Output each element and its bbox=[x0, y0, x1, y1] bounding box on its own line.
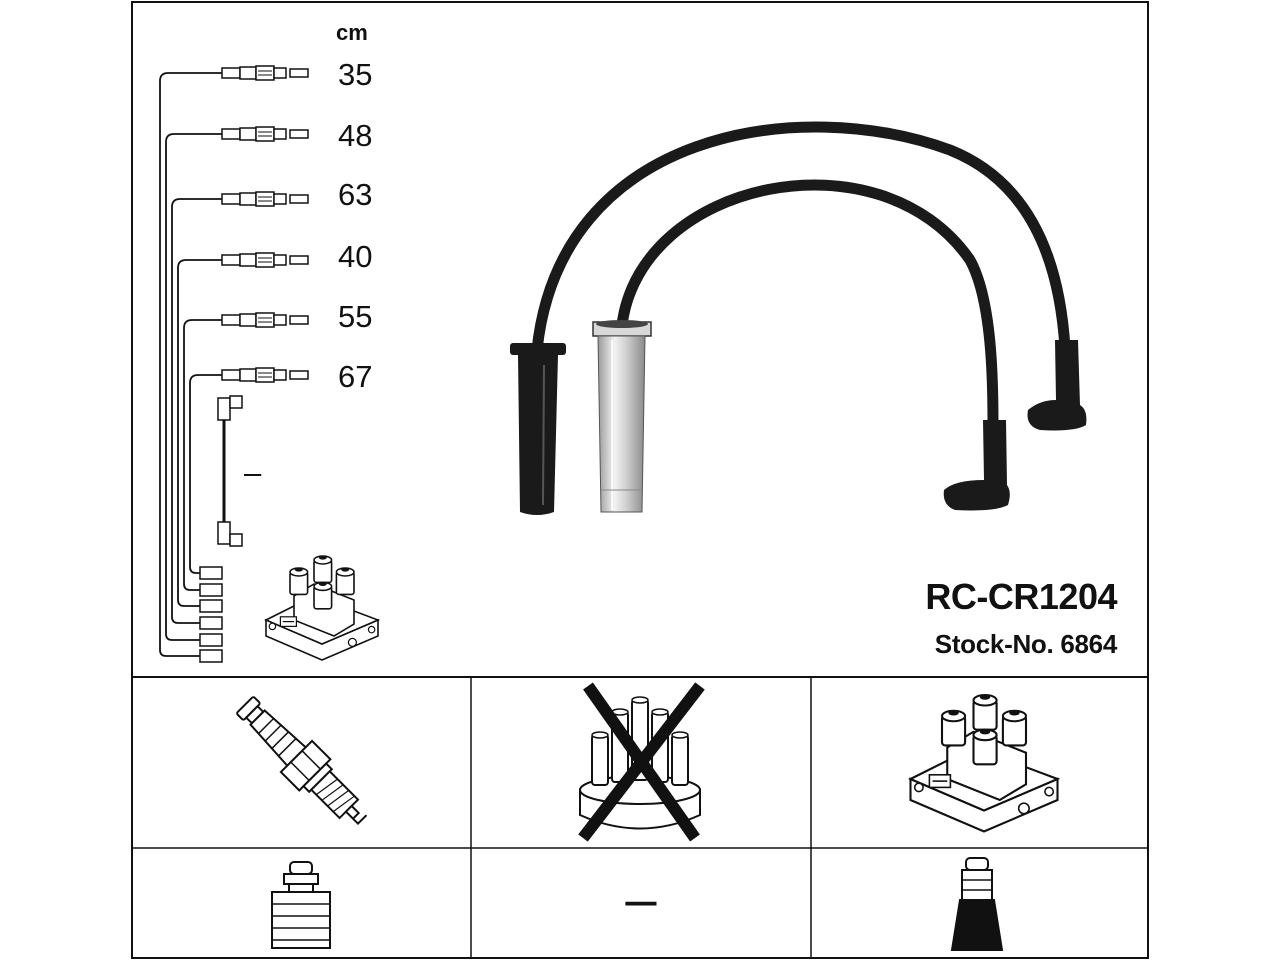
not-applicable-cross-icon bbox=[578, 682, 705, 842]
lead-length: 48 bbox=[338, 118, 372, 153]
spark-plug-terminal-icon bbox=[271, 861, 331, 949]
boot-metal-straight bbox=[592, 320, 652, 513]
stock-number: Stock-No. 6864 bbox=[935, 629, 1118, 659]
sheet-frame bbox=[131, 1, 1149, 959]
lead-length: 63 bbox=[338, 177, 372, 212]
lead-row: 67 bbox=[189, 359, 372, 574]
unlisted-lead bbox=[217, 395, 243, 547]
boot-angled-left bbox=[943, 420, 1010, 511]
lead-length: 55 bbox=[338, 299, 372, 334]
lead-length: 67 bbox=[338, 359, 372, 394]
terminal-none-label: – bbox=[625, 867, 657, 930]
lead-list: 35 48 63 40 55 67 bbox=[159, 57, 372, 663]
coil-terminal-icon bbox=[950, 857, 1004, 951]
cable-set-illustration bbox=[510, 121, 1087, 515]
unit-label: cm bbox=[336, 20, 368, 45]
boot-angled-right bbox=[1027, 340, 1087, 431]
spark-plug-icon bbox=[236, 696, 368, 826]
boot-black-straight bbox=[510, 343, 566, 515]
lead-row: 35 bbox=[159, 57, 372, 657]
lead-row: 55 bbox=[183, 299, 372, 591]
lead-length: 35 bbox=[338, 57, 372, 92]
lead-row: 40 bbox=[177, 239, 372, 607]
unlisted-lead-length: – bbox=[244, 455, 262, 490]
lead-row: 48 bbox=[165, 118, 372, 641]
coil-pack-icon bbox=[909, 693, 1059, 833]
coil-pack-icon bbox=[265, 554, 379, 661]
part-code: RC-CR1204 bbox=[925, 576, 1117, 617]
lead-length: 40 bbox=[338, 239, 372, 274]
lead-row: 63 bbox=[171, 177, 372, 624]
terminal-stubs bbox=[199, 566, 223, 663]
